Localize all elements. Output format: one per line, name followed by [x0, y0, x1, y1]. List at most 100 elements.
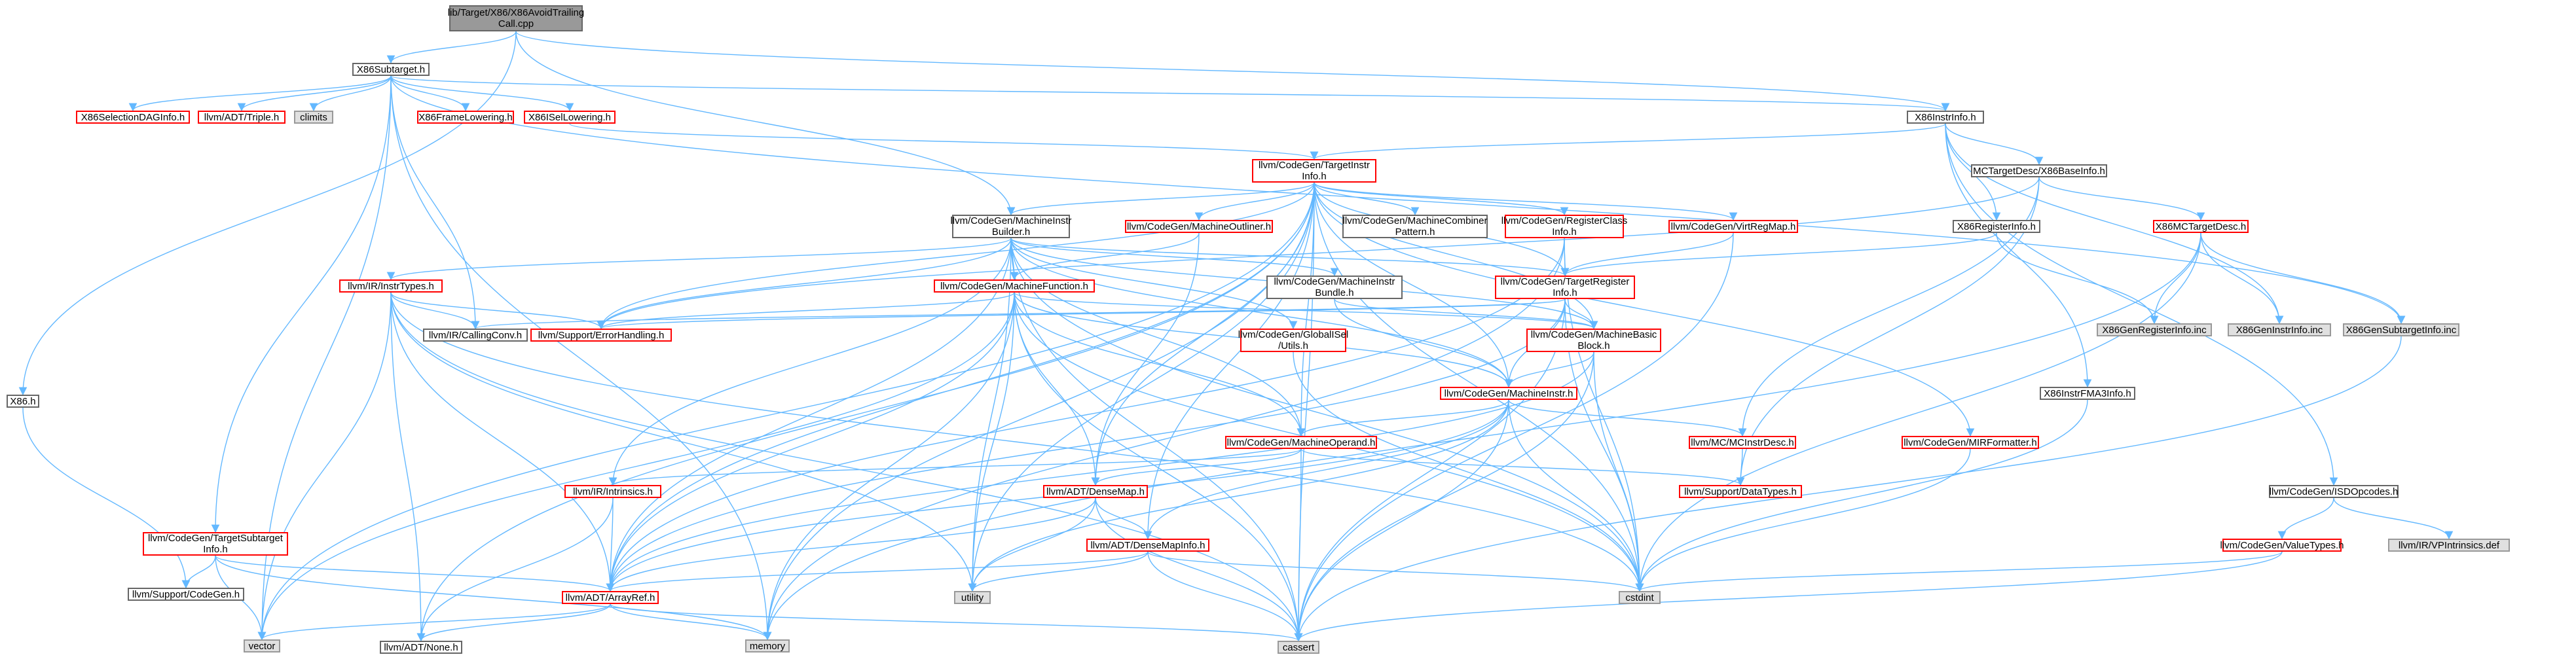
node-x86seldag[interactable]: X86SelectionDAGInfo.h [76, 111, 190, 124]
node-supportcodegen[interactable]: llvm/Support/CodeGen.h [128, 588, 244, 601]
edge-minstr-to-densemapinfo [1143, 399, 1509, 540]
edge-targetinstrinfo-to-vector [257, 182, 1315, 641]
edge-densemap-to-cassert [1095, 497, 1303, 642]
node-cstdint[interactable]: cstdint [1619, 591, 1661, 604]
edge-mctargetbase-to-mcinstrdesc [1738, 177, 2040, 437]
edge-x86instrinfo-to-targetinstrinfo [1310, 123, 1946, 160]
node-label: llvm/ADT/Triple.h [204, 111, 280, 123]
edge-x86subtarget-to-x86gensubinc [390, 75, 2406, 325]
node-moperand[interactable]: llvm/CodeGen/MachineOperand.h [1225, 436, 1377, 449]
node-triple[interactable]: llvm/ADT/Triple.h [198, 111, 285, 124]
node-utility[interactable]: utility [954, 591, 991, 604]
node-x86isellow[interactable]: X86ISelLowering.h [524, 111, 616, 124]
node-label: X86GenInstrInfo.inc [2236, 324, 2323, 336]
node-errorhandling[interactable]: llvm/Support/ErrorHandling.h [530, 329, 672, 342]
node-isdopcodes[interactable]: llvm/CodeGen/ISDOpcodes.h [2269, 485, 2399, 498]
node-datatypes[interactable]: llvm/Support/DataTypes.h [1679, 485, 1802, 498]
edge-mctargetbase-to-errorhandling [597, 177, 2040, 330]
node-intrinsics[interactable]: llvm/IR/Intrinsics.h [564, 485, 661, 498]
edge-minstr-to-cstdint [1508, 399, 1644, 592]
edge-x86instrinfo-to-isdopcodes [1945, 123, 2338, 486]
node-x86mctarget[interactable]: X86MCTargetDesc.h [2153, 220, 2249, 233]
node-label: llvm/ADT/DenseMap.h [1046, 486, 1145, 497]
edge-instrtypes-to-callingconv [390, 292, 480, 330]
edge-x86subtarget-to-callingconv [390, 75, 480, 330]
node-valuetypes[interactable]: llvm/CodeGen/ValueTypes.h [2220, 539, 2344, 552]
edge-regclassinfo-to-cstdint [1564, 238, 1644, 592]
node-label: llvm/CodeGen/MachineFunction.h [940, 280, 1088, 292]
node-none[interactable]: llvm/ADT/None.h [380, 641, 462, 654]
edge-x86subtarget-to-x86isellow [390, 75, 574, 112]
node-x86gensubinc[interactable]: X86GenSubtargetInfo.inc [2343, 323, 2459, 336]
node-globalisel[interactable]: llvm/CodeGen/GlobalISel/Utils.h [1238, 329, 1348, 352]
node-label: llvm/CodeGen/ValueTypes.h [2220, 539, 2344, 551]
node-x86subtarget[interactable]: X86Subtarget.h [352, 63, 430, 76]
node-label: cstdint [1625, 592, 1654, 603]
node-densemap[interactable]: llvm/ADT/DenseMap.h [1043, 485, 1148, 498]
edge-x86subtarget-to-triple [237, 75, 392, 112]
edge-globalisel-to-cstdint [1293, 351, 1644, 592]
node-x86geninstrinc[interactable]: X86GenInstrInfo.inc [2228, 323, 2331, 336]
edge-densemapinfo-to-cassert [1147, 551, 1303, 642]
node-x86instrinfo[interactable]: X86InstrInfo.h [1907, 111, 1984, 124]
node-vector[interactable]: vector [244, 639, 280, 652]
edge-moperand-to-intrinsics [609, 448, 1302, 486]
node-label: climits [300, 111, 327, 123]
edge-targetreginfo-to-mbasicblock [1564, 298, 1598, 330]
edge-instrtypes-to-none [390, 292, 426, 642]
node-mctargetbase[interactable]: MCTargetDesc/X86BaseInfo.h [1971, 164, 2107, 177]
node-label: utility [961, 592, 984, 603]
edge-mirformatter-to-cstdint [1635, 448, 1971, 592]
node-x86framelow[interactable]: X86FrameLowering.h [417, 111, 514, 124]
node-densemapinfo[interactable]: llvm/ADT/DenseMapInfo.h [1086, 539, 1209, 552]
node-x86h[interactable]: X86.h [7, 395, 39, 408]
edge-mibundle-to-mbasicblock [1334, 298, 1598, 330]
node-label: llvm/IR/CallingConv.h [428, 329, 523, 341]
edge-targetinstrinfo-to-mibuilder [1006, 182, 1315, 216]
node-mcinstrdesc[interactable]: llvm/MC/MCInstrDesc.h [1689, 436, 1796, 449]
node-vpintrinsics[interactable]: llvm/IR/VPIntrinsics.def [2388, 539, 2510, 552]
edge-mfunction-to-arrayref [606, 292, 1015, 592]
node-x86fma3[interactable]: X86InstrFMA3Info.h [2040, 387, 2135, 400]
node-callingconv[interactable]: llvm/IR/CallingConv.h [423, 329, 528, 342]
node-label: X86GenSubtargetInfo.inc [2346, 324, 2457, 336]
edge-arrayref-to-memory [610, 603, 772, 641]
node-x86genreginc[interactable]: X86GenRegisterInfo.inc [2097, 323, 2212, 336]
edge-x86reginfo-to-targetreginfo [1560, 232, 1997, 277]
edge-mfunction-to-utility [968, 292, 1015, 592]
edge-mibuilder-to-utility [968, 238, 1012, 592]
node-x86reginfo[interactable]: X86RegisterInfo.h [1953, 220, 2040, 233]
node-arrayref[interactable]: llvm/ADT/ArrayRef.h [562, 591, 659, 604]
node-virtregmap[interactable]: llvm/CodeGen/VirtRegMap.h [1668, 220, 1798, 233]
edge-virtregmap-to-cassert [1294, 232, 1734, 642]
node-mirformatter[interactable]: llvm/CodeGen/MIRFormatter.h [1902, 436, 2039, 449]
node-cassert[interactable]: cassert [1278, 641, 1319, 654]
node-label: X86.h [10, 395, 36, 407]
node-label: llvm/IR/Intrinsics.h [573, 486, 653, 497]
node-label: llvm/CodeGen/VirtRegMap.h [1670, 221, 1796, 232]
edge-x86subtarget-to-targetsubtarget [211, 75, 392, 533]
node-instrtypes[interactable]: llvm/IR/InstrTypes.h [339, 279, 443, 293]
node-memory[interactable]: memory [745, 639, 790, 652]
node-minstr[interactable]: llvm/CodeGen/MachineInstr.h [1440, 387, 1577, 400]
edge-mibuilder-to-cstdint [1010, 238, 1644, 592]
edge-mfunction-to-vector [257, 292, 1015, 641]
node-label: X86FrameLowering.h [418, 111, 513, 123]
node-mfunction[interactable]: llvm/CodeGen/MachineFunction.h [934, 279, 1095, 293]
node-label: X86InstrFMA3Info.h [2044, 387, 2131, 399]
edge-intrinsics-to-arrayref [606, 497, 615, 592]
node-moutliner[interactable]: llvm/CodeGen/MachineOutliner.h [1125, 220, 1273, 233]
node-climits[interactable]: climits [294, 111, 333, 124]
